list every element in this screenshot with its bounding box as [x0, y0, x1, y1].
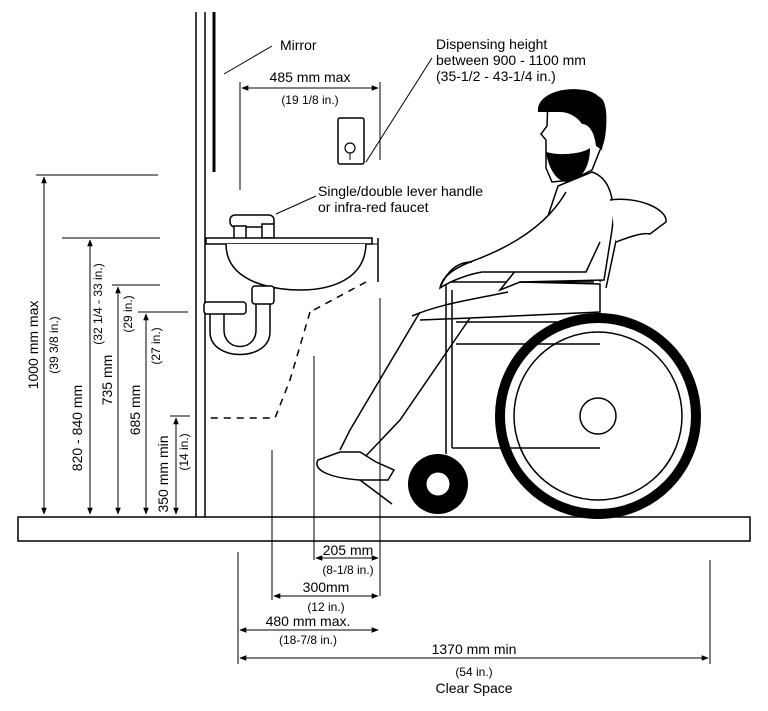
- knee-clearance-outline: [206, 311, 311, 419]
- drain-pipe: [203, 285, 275, 356]
- floor: [17, 516, 751, 542]
- dispensing-label-line3: (35-1/2 - 43-1/4 in.): [436, 68, 556, 84]
- dim-350-label: 350 mm min: [155, 435, 171, 512]
- faucet-label-line2: or infra-red faucet: [318, 199, 429, 215]
- mirror-width-label: 485 mm max: [270, 69, 351, 85]
- faucet: [229, 214, 275, 241]
- dispensing-label-line1: Dispensing height: [436, 36, 547, 52]
- mirror-label: Mirror: [280, 37, 317, 53]
- dim-1370-inch-label: (54 in.): [455, 665, 492, 679]
- dim-350-inch-label: (14 in.): [177, 433, 191, 470]
- mirror-width-inch-label: (19 1/8 in.): [281, 93, 338, 107]
- dim-735-label: 735 mm: [99, 355, 115, 406]
- dim-1000-label: 1000 mm max: [25, 301, 41, 390]
- dim-735-inch-label: (29 in.): [121, 295, 135, 332]
- dim-205-label: 205 mm: [323, 542, 374, 558]
- horizontal-dimension-arrows: [239, 85, 709, 661]
- soap-dispenser: [337, 117, 365, 165]
- dim-300-inch-label: (12 in.): [307, 600, 344, 614]
- dim-480-inch-label: (18-7/8 in.): [279, 633, 337, 647]
- faucet-label-line1: Single/double lever handle: [318, 183, 483, 199]
- dim-820-inch-label: (32 1/4 - 33 in.): [91, 263, 105, 344]
- vertical-dimension-arrows: [41, 176, 179, 515]
- dim-1000-inch-label: (39 3/8 in.): [47, 316, 61, 373]
- dim-685-inch-label: (27 in.): [149, 327, 163, 364]
- dispensing-label-line2: between 900 - 1100 mm: [436, 52, 586, 68]
- extension-lines: [36, 82, 711, 664]
- dim-300-label: 300mm: [303, 579, 350, 595]
- clear-space-label: Clear Space: [435, 680, 512, 696]
- dim-205-inch-label: (8-1/8 in.): [322, 563, 373, 577]
- dim-1370-label: 1370 mm min: [432, 641, 517, 657]
- seated-person: [316, 89, 667, 505]
- dim-480-label: 480 mm max.: [266, 613, 351, 629]
- sink-basin: [205, 237, 379, 313]
- dim-820-label: 820 - 840 mm: [69, 385, 85, 471]
- dispenser-pointer: [365, 57, 433, 163]
- faucet-pointer: [275, 195, 317, 215]
- mirror-pointer: [223, 45, 273, 75]
- dim-685-label: 685 mm: [127, 385, 143, 436]
